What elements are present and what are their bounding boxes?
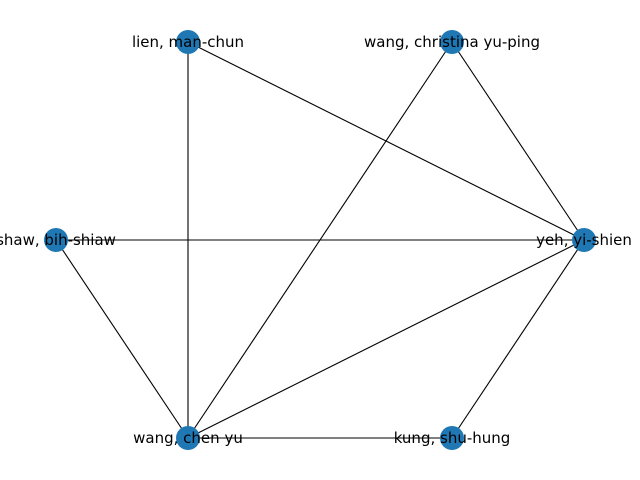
edge-wang_christina-yeh (451, 41, 585, 241)
node-kung (440, 426, 464, 450)
node-lien (176, 30, 200, 54)
node-label-wang_chen: wang, chen yu (133, 429, 243, 447)
node-label-lien: lien, man-chun (132, 33, 244, 51)
edge-kung-yeh (451, 239, 585, 439)
nodes-layer (44, 30, 596, 450)
edges-layer (55, 41, 585, 439)
node-wang_chen (176, 426, 200, 450)
node-label-kung: kung, shu-hung (394, 429, 511, 447)
edge-shaw-wang_chen (55, 239, 189, 439)
labels-layer: lien, man-chun wang, christina yu-ping yeh… (0, 33, 632, 447)
node-shaw (44, 228, 68, 252)
edge-wang_chen-yeh (187, 239, 585, 439)
node-wang_christina (440, 30, 464, 54)
node-label-wang_christina: wang, christina yu-ping (364, 33, 540, 51)
node-label-yeh: yeh, yi-shien (536, 231, 632, 249)
node-yeh (572, 228, 596, 252)
node-label-shaw: shaw, bih-shiaw (0, 231, 116, 249)
